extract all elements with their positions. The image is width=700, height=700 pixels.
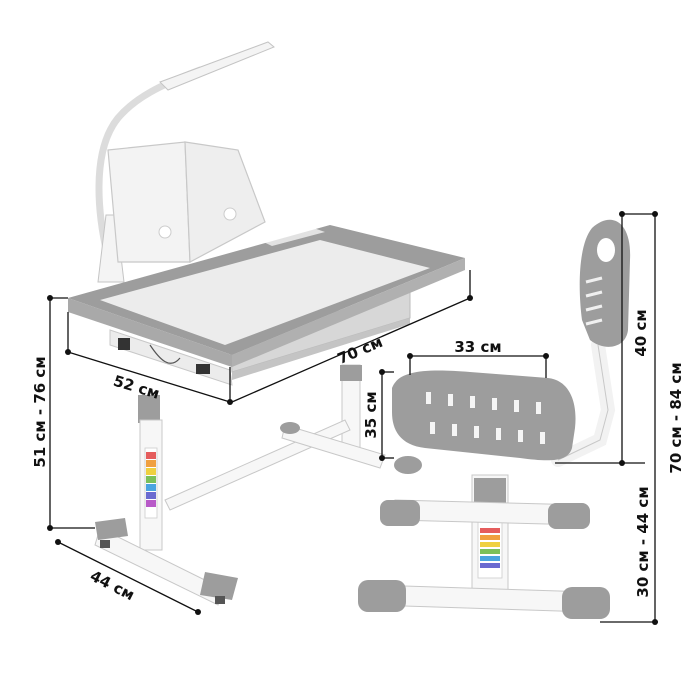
chair-seat: [392, 370, 576, 461]
chair-back-base: [380, 499, 590, 529]
seat-width-label: 33 см: [454, 338, 501, 356]
desk-height-label: 51 см - 76 см: [31, 356, 49, 467]
chair-total-height-label: 70 см - 84 см: [667, 362, 685, 473]
desk-left-leg: [138, 395, 163, 551]
desk-back-foot: [281, 424, 386, 469]
chair-front-base: [358, 580, 610, 619]
chair-backrest: [579, 219, 631, 347]
book-stand: [107, 141, 266, 263]
seat-depth-label: 35 см: [362, 391, 380, 438]
seat-height-label: 30 см - 44 см: [634, 486, 652, 597]
desk-front-foot: [94, 518, 238, 606]
desk-crossbar: [164, 419, 351, 511]
desk-base-label: 44 см: [87, 567, 137, 604]
chair-column: [471, 474, 509, 601]
dimension-lines: [47, 211, 658, 625]
desk: [68, 41, 465, 606]
desk-depth-label: 52 см: [111, 372, 161, 403]
desk-right-leg: [340, 364, 362, 456]
chair: [358, 219, 631, 619]
desk-top: [68, 225, 465, 367]
backrest-height-label: 40 см: [632, 309, 650, 356]
